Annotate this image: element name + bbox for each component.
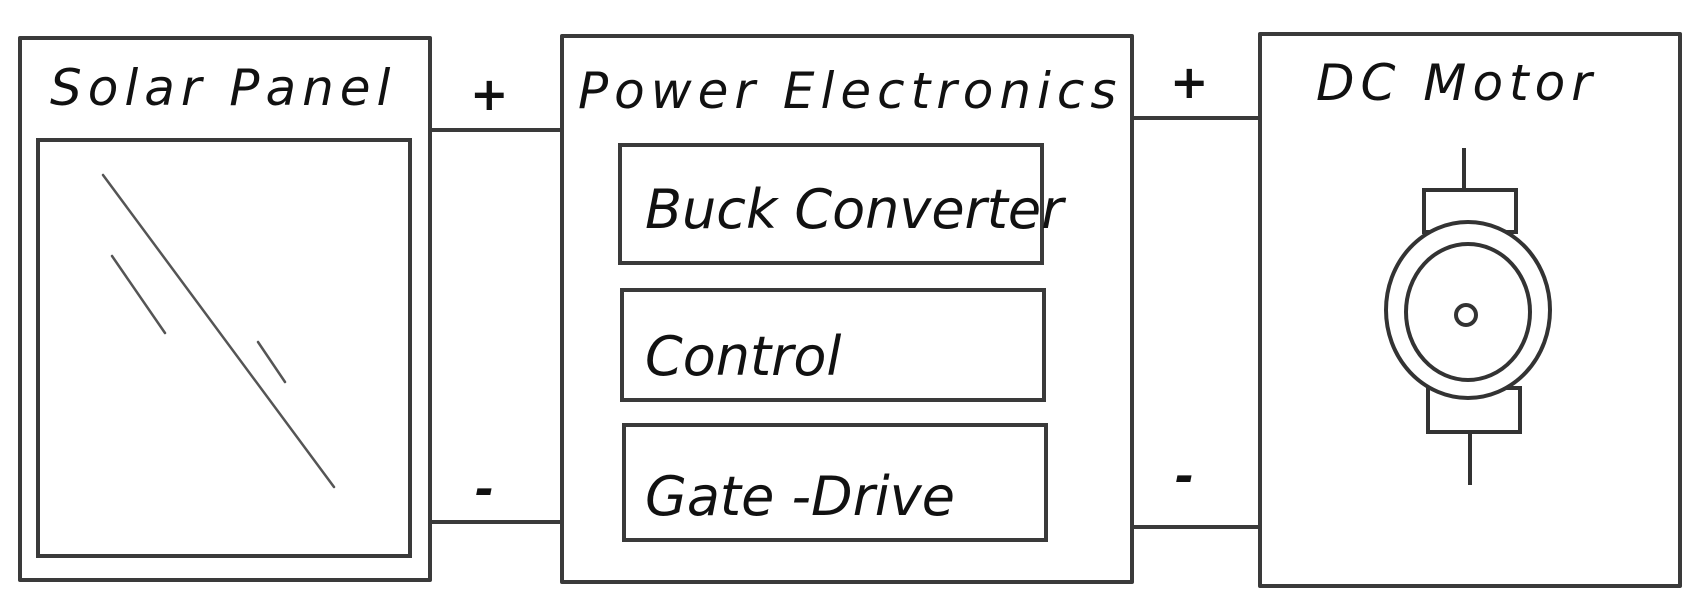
solar-panel-block: Solar Panel (18, 36, 432, 582)
power-electronics-outline (560, 34, 1134, 584)
motor-shaft (1454, 303, 1478, 327)
power-electronics-label: Power Electronics (578, 62, 1122, 120)
solar-panel-cell (36, 138, 412, 558)
control-label: Control (645, 325, 841, 388)
panel-glare-line-short (110, 254, 167, 335)
gate-drive-box (622, 423, 1048, 542)
dc-motor-outline (1258, 32, 1682, 588)
motor-inner-ring (1404, 242, 1532, 382)
panel-glare-line-tick (256, 340, 287, 384)
dc-motor-symbol (1384, 148, 1552, 485)
solar-panel-label: Solar Panel (50, 59, 396, 117)
left-connection: + - (428, 67, 562, 524)
control-box (620, 288, 1046, 402)
power-electronics-block: Power Electronics Buck Converter Control… (560, 34, 1134, 584)
motor-outer-ring (1384, 220, 1552, 400)
left-plus-sign: + (470, 67, 509, 121)
buck-converter-box (618, 143, 1044, 265)
right-minus-sign: - (1175, 449, 1194, 503)
right-plus-sign: + (1170, 55, 1209, 109)
gate-drive-label: Gate -Drive (645, 465, 955, 528)
dc-motor-block: DC Motor (1258, 32, 1682, 588)
dc-motor-label: DC Motor (1316, 54, 1598, 112)
right-connection: + - (1130, 55, 1260, 529)
buck-converter-label: Buck Converter (645, 178, 1066, 241)
panel-glare-line-long (101, 173, 336, 489)
solar-panel-outline (18, 36, 432, 582)
left-minus-sign: - (475, 462, 494, 516)
